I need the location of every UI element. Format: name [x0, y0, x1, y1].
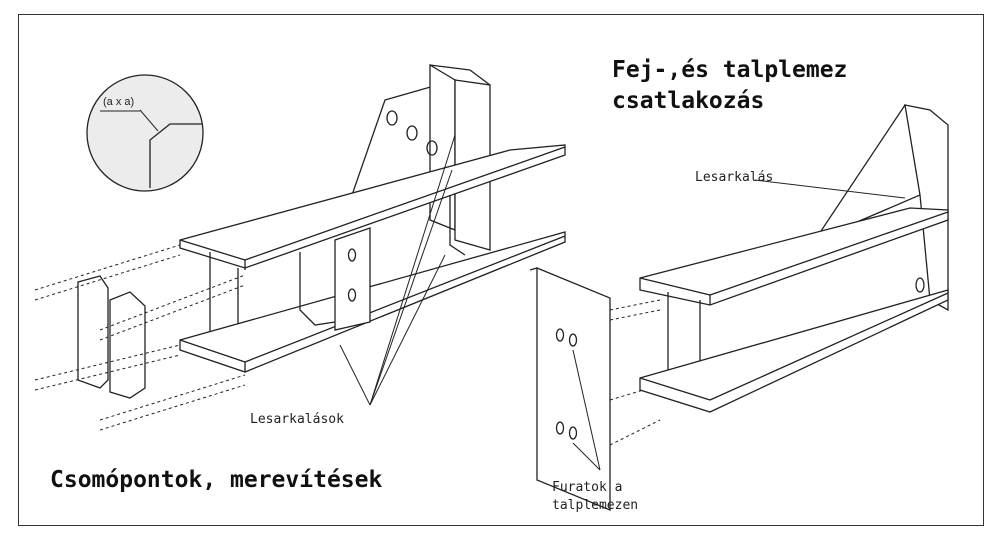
right-i-beam: [639, 104, 949, 413]
end-plate: [529, 267, 611, 511]
label-lesarkalas: Lesarkalás: [695, 170, 774, 185]
title-right-line2: csatlakozás: [612, 88, 765, 114]
label-lesarkalasok: Lesarkalások: [250, 412, 344, 427]
corner-cut-detail: [86, 74, 204, 192]
title-left: Csomópontok, merevítések: [50, 467, 383, 493]
label-furatok-line1: Furatok a: [552, 480, 623, 495]
label-furatok-line2: talplemezen: [552, 498, 639, 513]
left-i-beam: [179, 63, 566, 373]
drawing-frame: [18, 14, 984, 526]
detail-label: (a x a): [103, 96, 135, 108]
dashed-guides: [34, 244, 661, 446]
loose-stiffeners: [77, 275, 146, 399]
leader-lines: [339, 134, 906, 471]
title-right-line1: Fej-,és talplemez: [612, 57, 848, 83]
